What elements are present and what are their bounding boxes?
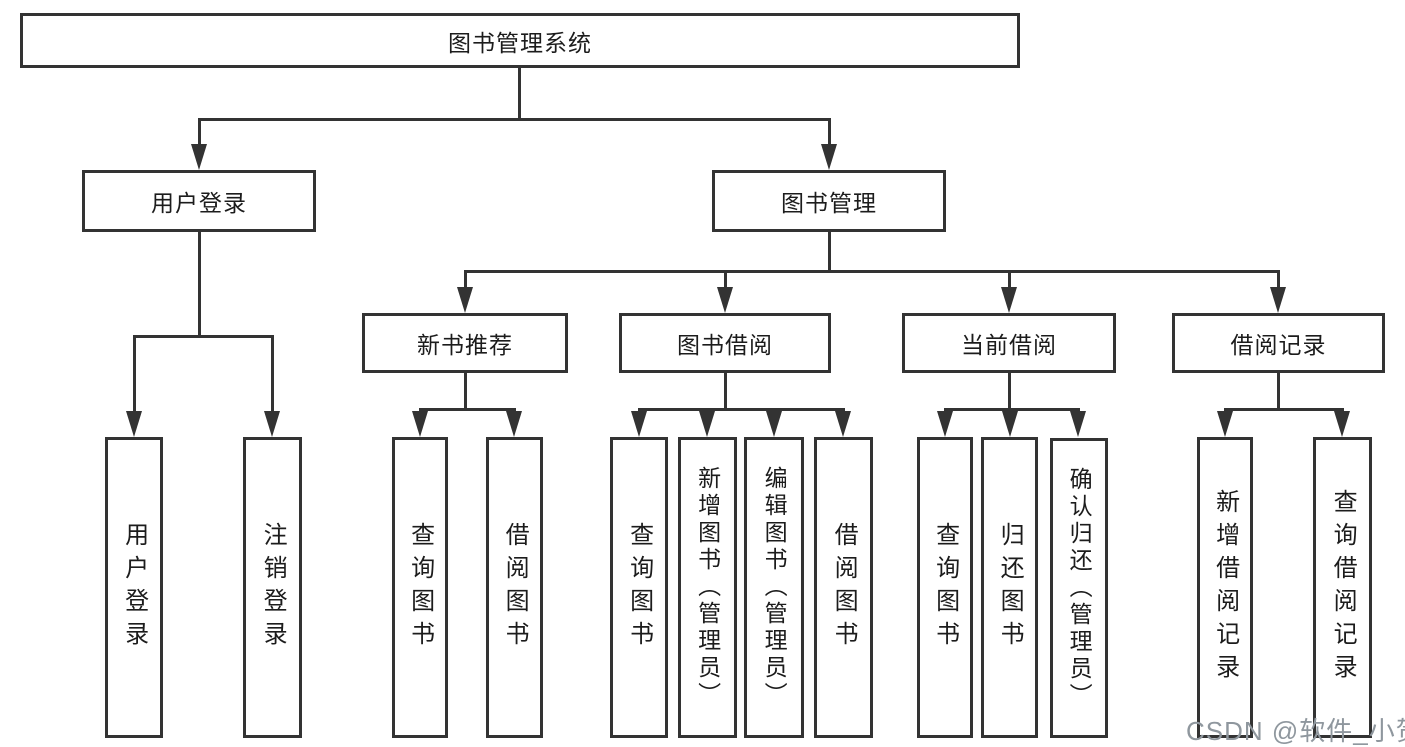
- connector-line: [271, 335, 274, 415]
- leaf-borrow-query-books-label: 查询图书: [625, 521, 653, 654]
- arrow-down-icon: [126, 411, 142, 437]
- leaf-recommend-query-books: 查询图书: [392, 437, 448, 738]
- leaf-current-query-books: 查询图书: [917, 437, 973, 738]
- leaf-add-borrow-record-label: 新增借阅记录: [1211, 488, 1239, 687]
- leaf-add-books-admin-label: 新增图书（管理员）: [694, 466, 721, 709]
- connector-line: [724, 373, 727, 408]
- watermark: CSDN @软件_小贺同学: [1186, 716, 1405, 746]
- leaf-edit-books-admin: 编辑图书（管理员）: [744, 437, 804, 738]
- arrow-down-icon: [1002, 411, 1018, 437]
- leaf-recommend-borrow-books-label: 借阅图书: [501, 521, 529, 654]
- node-user-login-label: 用户登录: [151, 190, 247, 216]
- arrow-down-icon: [717, 287, 733, 313]
- leaf-return-books-label: 归还图书: [996, 521, 1024, 654]
- leaf-borrow-books-label: 借阅图书: [830, 521, 858, 654]
- connector-line: [198, 118, 831, 121]
- leaf-borrow-books: 借阅图书: [814, 437, 873, 738]
- arrow-down-icon: [821, 144, 837, 170]
- arrow-down-icon: [457, 287, 473, 313]
- connector-line: [464, 270, 467, 290]
- node-current-borrow: 当前借阅: [902, 313, 1116, 373]
- connector-line: [1008, 373, 1011, 408]
- node-root: 图书管理系统: [20, 13, 1020, 68]
- connector-line: [464, 270, 1279, 273]
- connector-line: [198, 118, 201, 148]
- node-book-management-label: 图书管理: [781, 190, 877, 216]
- arrow-down-icon: [631, 411, 647, 437]
- arrow-down-icon: [1270, 287, 1286, 313]
- leaf-user-login: 用户登录: [105, 437, 163, 738]
- connector-line: [464, 373, 467, 408]
- node-user-login: 用户登录: [82, 170, 316, 232]
- leaf-recommend-borrow-books: 借阅图书: [486, 437, 543, 738]
- connector-line: [198, 232, 201, 335]
- connector-line: [1277, 270, 1280, 290]
- connector-line: [944, 408, 1079, 411]
- leaf-query-borrow-record-label: 查询借阅记录: [1329, 488, 1357, 687]
- node-borrow-records: 借阅记录: [1172, 313, 1385, 373]
- leaf-add-borrow-record: 新增借阅记录: [1197, 437, 1253, 738]
- leaf-query-borrow-record: 查询借阅记录: [1313, 437, 1372, 738]
- arrow-down-icon: [766, 411, 782, 437]
- leaf-confirm-return-admin-label: 确认归还（管理员）: [1066, 466, 1093, 710]
- node-root-label: 图书管理系统: [448, 29, 592, 56]
- arrow-down-icon: [937, 411, 953, 437]
- leaf-add-books-admin: 新增图书（管理员）: [678, 437, 737, 738]
- arrow-down-icon: [1070, 411, 1086, 437]
- leaf-recommend-query-books-label: 查询图书: [406, 521, 434, 654]
- node-book-borrow-label: 图书借阅: [677, 332, 773, 358]
- connector-line: [1008, 270, 1011, 290]
- connector-line: [133, 335, 136, 415]
- arrow-down-icon: [1334, 411, 1350, 437]
- arrow-down-icon: [699, 411, 715, 437]
- connector-line: [828, 232, 831, 270]
- connector-line: [724, 270, 727, 290]
- arrow-down-icon: [506, 411, 522, 437]
- arrow-down-icon: [264, 411, 280, 437]
- connector-line: [1224, 408, 1343, 411]
- connector-line: [1277, 373, 1280, 408]
- connector-line: [828, 118, 831, 148]
- connector-line: [638, 408, 845, 411]
- leaf-edit-books-admin-label: 编辑图书（管理员）: [761, 466, 788, 709]
- leaf-current-query-books-label: 查询图书: [931, 521, 959, 654]
- leaf-confirm-return-admin: 确认归还（管理员）: [1050, 438, 1108, 738]
- connector-line: [133, 335, 274, 338]
- arrow-down-icon: [412, 411, 428, 437]
- connector-line: [419, 408, 515, 411]
- arrow-down-icon: [835, 411, 851, 437]
- node-new-book-recommend-label: 新书推荐: [417, 332, 513, 358]
- arrow-down-icon: [191, 144, 207, 170]
- connector-line: [518, 68, 521, 118]
- node-book-borrow: 图书借阅: [619, 313, 831, 373]
- node-book-management: 图书管理: [712, 170, 946, 232]
- node-current-borrow-label: 当前借阅: [961, 332, 1057, 358]
- leaf-logout-label: 注销登录: [259, 521, 287, 654]
- arrow-down-icon: [1001, 287, 1017, 313]
- leaf-logout: 注销登录: [243, 437, 302, 738]
- node-borrow-records-label: 借阅记录: [1230, 332, 1327, 358]
- node-new-book-recommend: 新书推荐: [362, 313, 568, 373]
- arrow-down-icon: [1217, 411, 1233, 437]
- leaf-user-login-label: 用户登录: [120, 521, 148, 654]
- leaf-borrow-query-books: 查询图书: [610, 437, 668, 738]
- leaf-return-books: 归还图书: [981, 437, 1038, 738]
